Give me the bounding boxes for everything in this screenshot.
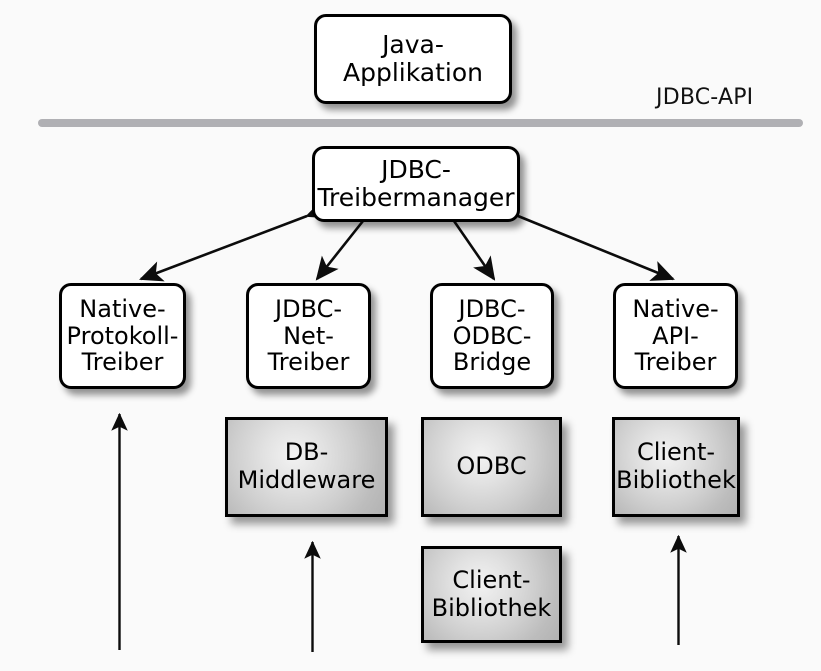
- node-jdbc-odbc-bridge[interactable]: JDBC- ODBC- Bridge: [430, 283, 554, 389]
- node-native-protocol-driver-line2: Protokoll-: [66, 321, 179, 350]
- node-jdbc-net-driver-line3: Treiber: [267, 348, 350, 377]
- node-native-api-driver-line2: API-: [652, 321, 699, 350]
- node-native-protocol-driver[interactable]: Native- Protokoll- Treiber: [59, 283, 186, 389]
- node-jdbc-odbc-bridge-text: JDBC- ODBC- Bridge: [449, 294, 536, 377]
- node-native-api-driver[interactable]: Native- API- Treiber: [613, 283, 738, 389]
- node-jdbc-net-driver-line2: Net-: [283, 321, 334, 350]
- node-jdbc-driver-manager[interactable]: JDBC- Treibermanager: [312, 146, 520, 222]
- node-client-library-center-text: Client- Bibliothek: [428, 565, 556, 622]
- node-client-library-center-line2: Bibliothek: [431, 593, 552, 622]
- node-jdbc-driver-manager-line2: Treibermanager: [317, 183, 515, 212]
- node-native-api-driver-line3: Treiber: [634, 348, 717, 377]
- node-jdbc-net-driver-text: JDBC- Net- Treiber: [264, 294, 354, 377]
- node-jdbc-driver-manager-line1: JDBC-: [381, 155, 451, 184]
- node-jdbc-net-driver-line1: JDBC-: [274, 294, 343, 323]
- node-jdbc-driver-manager-text: JDBC- Treibermanager: [313, 156, 518, 212]
- node-native-protocol-driver-line1: Native-: [79, 294, 166, 323]
- node-native-protocol-driver-text: Native- Protokoll- Treiber: [63, 294, 183, 377]
- node-native-api-driver-text: Native- API- Treiber: [628, 294, 722, 377]
- node-jdbc-odbc-bridge-line3: Bridge: [452, 348, 532, 377]
- node-jdbc-odbc-bridge-line2: ODBC-: [452, 321, 532, 350]
- edge-manager-native-protocol: [139, 198, 331, 282]
- edge-manager-native-api: [494, 198, 675, 281]
- node-db-middleware-line2: Middleware: [237, 466, 376, 494]
- node-client-library-right-text: Client- Bibliothek: [612, 439, 740, 494]
- jdbc-api-separator-bar: [38, 119, 803, 127]
- node-java-application-line1: Java-: [382, 30, 444, 59]
- node-java-application[interactable]: Java- Applikation: [314, 14, 512, 104]
- node-client-library-center[interactable]: Client- Bibliothek: [421, 546, 562, 643]
- node-odbc[interactable]: ODBC: [421, 417, 562, 517]
- edge-manager-jdbc-net: [315, 197, 385, 281]
- node-java-application-line2: Applikation: [343, 58, 483, 87]
- node-db-middleware-line1: DB-: [284, 438, 329, 467]
- node-client-library-right-line1: Client-: [636, 438, 716, 467]
- node-odbc-text: ODBC: [452, 452, 530, 481]
- node-client-library-right-line2: Bibliothek: [616, 466, 736, 494]
- node-odbc-line1: ODBC: [456, 452, 527, 481]
- jdbc-api-label: JDBC-API: [656, 85, 754, 110]
- node-db-middleware[interactable]: DB- Middleware: [225, 417, 388, 517]
- node-jdbc-odbc-bridge-line1: JDBC-: [458, 294, 526, 323]
- node-db-middleware-text: DB- Middleware: [234, 439, 380, 494]
- node-native-protocol-driver-line3: Treiber: [81, 348, 164, 377]
- node-client-library-right[interactable]: Client- Bibliothek: [612, 417, 740, 517]
- edge-manager-jdbc-odbc: [433, 197, 496, 281]
- node-jdbc-net-driver[interactable]: JDBC- Net- Treiber: [246, 283, 371, 389]
- node-native-api-driver-line1: Native-: [632, 294, 719, 323]
- node-client-library-center-line1: Client-: [452, 565, 531, 594]
- node-java-application-text: Java- Applikation: [339, 31, 487, 87]
